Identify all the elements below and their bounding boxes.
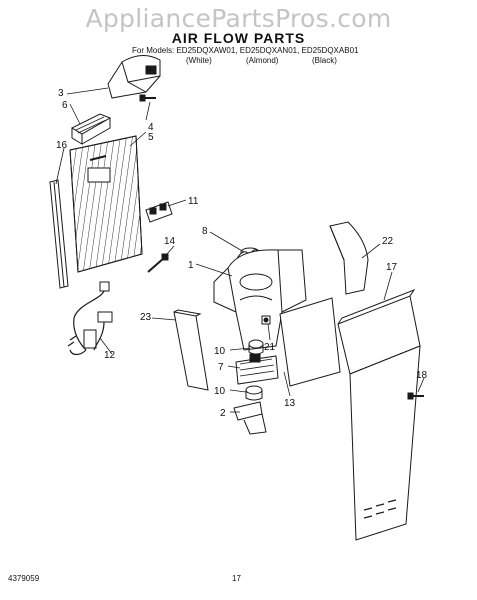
watermark-logo: AppliancePartsPros.com xyxy=(85,4,392,33)
part-16-gasket xyxy=(49,179,69,289)
callout-23: 23 xyxy=(140,312,152,323)
part-10-upper-mount xyxy=(248,339,264,355)
callout-16: 16 xyxy=(56,140,68,151)
callout-7: 7 xyxy=(218,362,224,373)
variant-white: (White) xyxy=(186,56,212,65)
leader-lines xyxy=(55,87,425,413)
variant-black: (Black) xyxy=(312,56,337,65)
callout-13: 13 xyxy=(284,398,296,409)
callout-18: 18 xyxy=(416,370,428,381)
part-7-fan-motor xyxy=(235,353,279,385)
callout-12: 12 xyxy=(104,350,116,361)
callout-4: 4 xyxy=(148,122,154,133)
callout-21: 21 xyxy=(264,342,276,353)
part-17-evaporator-cover xyxy=(337,288,421,541)
callout-3: 3 xyxy=(58,88,64,99)
page-number: 17 xyxy=(232,574,241,583)
variant-almond: (Almond) xyxy=(246,56,279,65)
part-23-left-baffle xyxy=(173,309,209,391)
callout-17: 17 xyxy=(386,262,398,273)
part-3-duct-cover xyxy=(107,55,161,99)
callout-6: 6 xyxy=(62,100,68,111)
part-2-motor-bracket xyxy=(233,401,267,435)
callout-10-lower: 10 xyxy=(214,386,226,397)
callout-14: 14 xyxy=(164,236,176,247)
part-6-damper xyxy=(70,113,112,145)
callout-22: 22 xyxy=(382,236,394,247)
callout-2: 2 xyxy=(220,408,226,419)
callout-10-upper: 10 xyxy=(214,346,226,357)
models-line: For Models: ED25DQXAW01, ED25DQXAN01, ED… xyxy=(132,46,359,55)
part-11-bracket xyxy=(145,201,173,223)
part-5-air-flow-cover xyxy=(69,135,143,273)
callout-8: 8 xyxy=(202,226,208,237)
part-4-screw xyxy=(139,94,156,102)
part-12-wire-harness xyxy=(67,281,113,356)
callout-11: 11 xyxy=(188,196,199,207)
part-10-lower-mount xyxy=(245,385,263,401)
part-13-center-panel xyxy=(279,297,341,387)
part-18-screw xyxy=(407,392,424,400)
callout-1: 1 xyxy=(188,260,194,271)
page-title: AIR FLOW PARTS xyxy=(171,30,306,46)
part-1-fan-housing xyxy=(213,249,307,351)
callout-labels: 1 2 3 4 5 6 7 8 10 10 11 12 13 14 16 17 … xyxy=(56,88,428,419)
doc-number: 4379059 xyxy=(8,574,40,583)
part-22-upper-baffle xyxy=(329,221,369,295)
callout-5: 5 xyxy=(148,132,154,143)
part-21-grommet xyxy=(261,315,271,325)
